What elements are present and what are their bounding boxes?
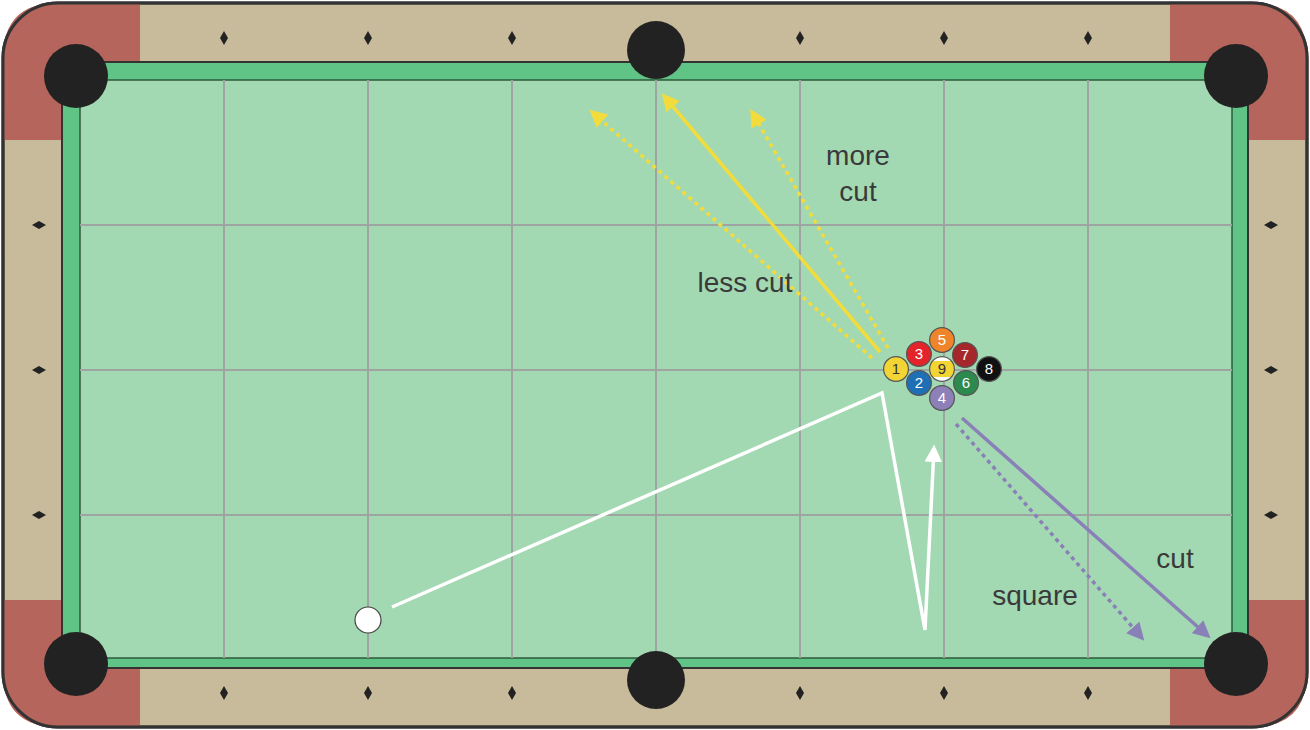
ball-number: 4 <box>929 385 955 411</box>
ball-number: 6 <box>953 370 979 396</box>
billiard-ball: 6 <box>953 370 979 396</box>
billiard-ball: 9 <box>929 356 955 382</box>
rail <box>3 3 1307 727</box>
shot-label: more cut <box>808 138 908 211</box>
shot-label: square <box>965 578 1105 614</box>
billiard-ball: 8 <box>976 356 1002 382</box>
billiard-ball: 4 <box>929 385 955 411</box>
ball-number: 9 <box>929 356 955 382</box>
rail-diamond <box>32 31 1278 700</box>
pocket <box>44 21 1268 709</box>
cue-ball <box>355 607 381 633</box>
four-ball-path <box>956 418 1208 638</box>
shot-label: less cut <box>695 265 795 301</box>
shot-label: cut <box>1135 541 1215 577</box>
cue-ball-path <box>392 393 934 630</box>
ball-number: 7 <box>952 342 978 368</box>
cushion <box>62 62 1248 668</box>
ball-number: 5 <box>929 327 955 353</box>
billiard-ball: 2 <box>906 370 932 396</box>
billiard-ball: 7 <box>952 342 978 368</box>
grid <box>80 80 1232 658</box>
cloth <box>80 80 1232 658</box>
ball-number: 1 <box>883 356 909 382</box>
billiard-ball: 3 <box>906 341 932 367</box>
ball-number: 3 <box>906 341 932 367</box>
billiard-ball: 1 <box>883 356 909 382</box>
object-ball-path <box>592 96 888 358</box>
ball-number: 8 <box>976 356 1002 382</box>
ball-number: 2 <box>906 370 932 396</box>
billiard-ball: 5 <box>929 327 955 353</box>
corner-caps <box>3 3 1307 727</box>
